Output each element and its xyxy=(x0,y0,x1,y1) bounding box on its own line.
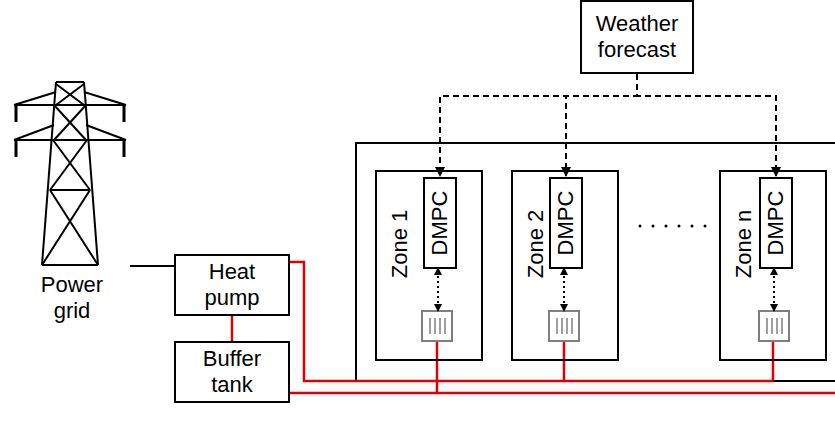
zone-label: Zone 1 xyxy=(387,210,413,279)
forecast-link xyxy=(566,74,637,176)
heating-pipes xyxy=(290,262,835,393)
forecast-link xyxy=(637,74,776,176)
zone-box: Zone nDMPC xyxy=(719,170,827,361)
power-tower xyxy=(14,82,126,265)
forecast-link xyxy=(440,74,637,176)
component-box: Weather forecast xyxy=(580,0,694,74)
radiator-fin xyxy=(444,318,446,334)
controller-box: DMPC xyxy=(759,177,793,269)
component-box: Heat pump xyxy=(174,254,290,316)
controller-box: DMPC xyxy=(423,177,457,269)
radiator-body xyxy=(549,311,579,341)
control-links xyxy=(438,271,774,308)
radiator-fin xyxy=(561,318,563,334)
box-label: DMPC xyxy=(553,191,579,256)
radiator-fin xyxy=(429,318,431,334)
power-wire xyxy=(130,265,174,267)
box-label: DMPC xyxy=(427,191,453,256)
radiator-fin xyxy=(556,318,558,334)
radiator-fin xyxy=(571,318,573,334)
insulators xyxy=(16,106,124,157)
ellipsis-dots xyxy=(639,225,707,228)
building-outline xyxy=(356,143,835,381)
zone-box: Zone 1 DMPC xyxy=(375,170,483,361)
zone-label: Zone 2 xyxy=(523,210,549,279)
pipe-link xyxy=(231,316,234,341)
radiator-body xyxy=(422,311,452,341)
box-label: DMPC xyxy=(763,191,789,256)
zone-box: Zone 2DMPC xyxy=(511,170,619,361)
radiator-fin xyxy=(771,318,773,334)
box-label: Heat pump xyxy=(197,259,267,311)
radiator-fin xyxy=(566,318,568,334)
controller-box: DMPC xyxy=(549,177,583,269)
box-label: Buffer tank xyxy=(192,346,272,398)
radiator-fin xyxy=(781,318,783,334)
radiator-body xyxy=(759,311,789,341)
caption-label: Power grid xyxy=(20,272,124,324)
radiator-fin xyxy=(776,318,778,334)
radiator-fin xyxy=(766,318,768,334)
box-label: Weather forecast xyxy=(585,11,689,63)
radiator-fin xyxy=(439,318,441,334)
zone-label: Zone n xyxy=(731,210,757,279)
radiator-fin xyxy=(434,318,436,334)
component-box: Buffer tank xyxy=(174,341,290,403)
radiator-symbols xyxy=(422,311,789,341)
